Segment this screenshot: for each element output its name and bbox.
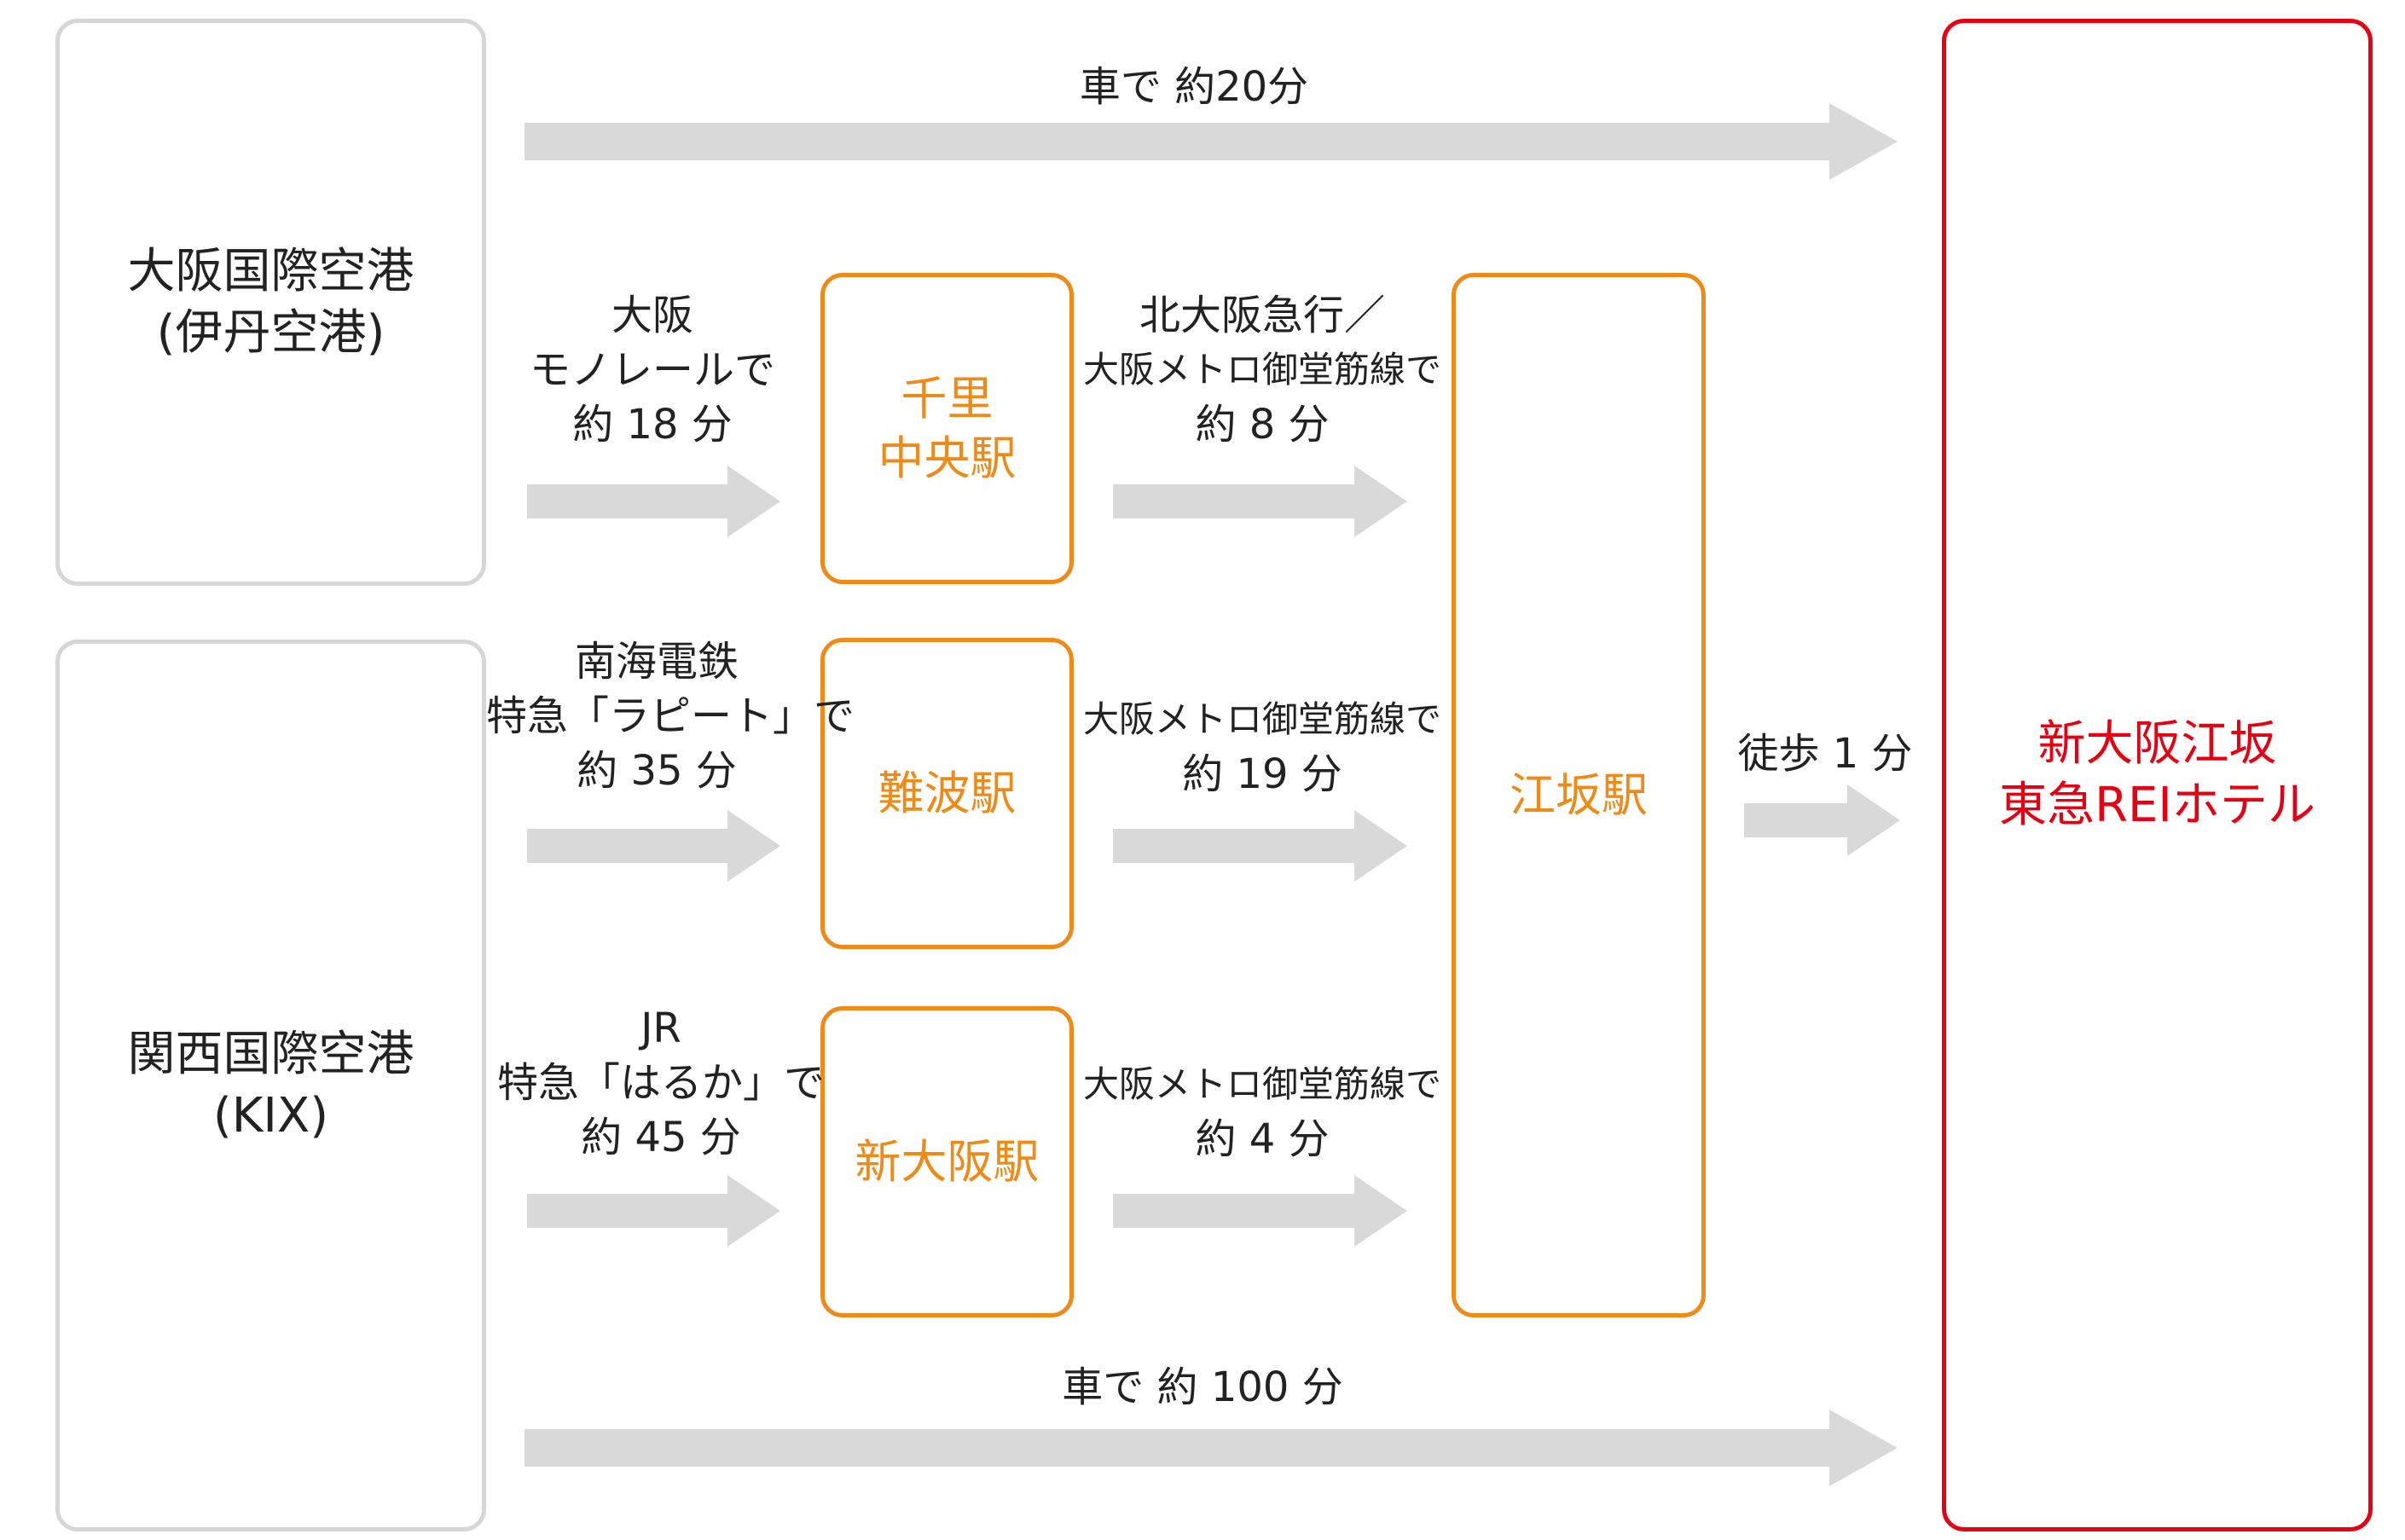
route-walk-text: 徒歩 1 分 <box>1737 730 1913 778</box>
route-nankai-text-3: 約 35 分 <box>577 747 737 795</box>
arrow-shape <box>1113 810 1407 882</box>
route-midosuji-namba-text-1: 大阪メトロ御堂筋線で <box>1082 698 1441 740</box>
airport-itami-subname: (伊丹空港) <box>156 304 385 361</box>
arrow-polygon <box>1744 784 1900 856</box>
station-esaka-name: 江坂駅 <box>1510 767 1648 822</box>
route-kitakyu-text-1: 北大阪急行／ <box>1139 292 1385 339</box>
route-jr-text-2: 特急「はるか」で <box>496 1059 825 1107</box>
route-midosuji-shin-text-1: 大阪メトロ御堂筋線で <box>1082 1063 1441 1105</box>
arrow-monorail <box>527 466 780 537</box>
arrow-polygon <box>527 1175 780 1247</box>
route-kitakyu-label: 北大阪急行／ 大阪メトロ御堂筋線で 約 8 分 <box>1076 288 1448 452</box>
arrow-walk <box>1744 784 1900 856</box>
arrow-shape <box>527 466 780 537</box>
airport-kix-subname: (KIX) <box>212 1088 329 1143</box>
route-car-kix-label: 車で 約 100 分 <box>938 1360 1467 1415</box>
route-monorail-text-1: 大阪 <box>611 292 693 339</box>
station-shin-osaka-name: 新大阪駅 <box>855 1134 1040 1189</box>
station-senri-chuo-name-2: 中央駅 <box>878 431 1017 485</box>
arrow-jr <box>527 1175 780 1247</box>
route-monorail-label: 大阪 モノレールで 約 18 分 <box>512 288 793 452</box>
route-jr-text-3: 約 45 分 <box>581 1114 741 1161</box>
station-namba-name: 難波駅 <box>878 766 1017 820</box>
airport-kix-name: 関西国際空港 <box>127 1027 414 1082</box>
route-jr-label: JR 特急「はるか」で 約 45 分 <box>495 1001 827 1165</box>
arrow-shape <box>527 810 780 882</box>
hotel-name-2: 東急REIホテル <box>1999 778 2315 833</box>
route-midosuji-namba-text-2: 約 19 分 <box>1182 750 1342 798</box>
station-senri-chuo-name-1: 千里 <box>901 371 994 426</box>
arrow-shape <box>1113 466 1407 537</box>
route-walk-label: 徒歩 1 分 <box>1714 727 1936 781</box>
arrow-car-itami <box>524 103 1898 180</box>
arrow-kitakyu <box>1113 466 1407 537</box>
arrow-polygon <box>524 1410 1898 1486</box>
hotel-box: 新大阪江坂 東急REIホテル <box>1942 19 2373 1531</box>
station-esaka-box: 江坂駅 <box>1452 273 1706 1317</box>
airport-itami-box: 大阪国際空港 (伊丹空港) <box>55 19 486 586</box>
arrow-shape <box>1744 784 1900 856</box>
arrow-polygon <box>1113 810 1407 882</box>
route-nankai-label: 南海電鉄 特急「ラピート」で 約 35 分 <box>486 634 855 798</box>
route-monorail-text-3: 約 18 分 <box>572 401 733 449</box>
station-shin-osaka-box: 新大阪駅 <box>820 1006 1074 1317</box>
arrow-midosuji-shin <box>1113 1175 1407 1247</box>
arrow-midosuji-namba <box>1113 810 1407 882</box>
route-midosuji-namba-label: 大阪メトロ御堂筋線で 約 19 分 <box>1076 692 1448 802</box>
arrow-shape <box>524 1410 1898 1486</box>
route-midosuji-shin-label: 大阪メトロ御堂筋線で 約 4 分 <box>1076 1057 1448 1167</box>
arrow-shape <box>1113 1175 1407 1247</box>
arrow-shape <box>524 103 1898 180</box>
route-kitakyu-text-3: 約 8 分 <box>1195 401 1330 449</box>
station-senri-chuo-box: 千里 中央駅 <box>820 273 1074 584</box>
arrow-polygon <box>524 103 1898 180</box>
route-car-itami-text: 車で 約20分 <box>1079 63 1309 111</box>
route-car-itami-label: 車で 約20分 <box>938 60 1450 114</box>
hotel-name-1: 新大阪江坂 <box>2037 716 2277 772</box>
arrow-polygon <box>527 466 780 537</box>
airport-itami-name: 大阪国際空港 <box>127 243 414 299</box>
arrow-polygon <box>1113 1175 1407 1247</box>
arrow-car-kix <box>524 1410 1898 1486</box>
route-nankai-text-1: 南海電鉄 <box>574 638 739 686</box>
route-kitakyu-text-2: 大阪メトロ御堂筋線で <box>1082 349 1441 391</box>
arrow-nankai <box>527 810 780 882</box>
route-car-kix-text: 車で 約 100 分 <box>1062 1363 1343 1411</box>
route-midosuji-shin-text-2: 約 4 分 <box>1195 1115 1330 1163</box>
route-nankai-text-2: 特急「ラピート」で <box>486 692 855 740</box>
arrow-polygon <box>527 810 780 882</box>
airport-kix-box: 関西国際空港 (KIX) <box>55 640 486 1531</box>
arrow-shape <box>527 1175 780 1247</box>
station-namba-box: 難波駅 <box>820 638 1074 949</box>
route-monorail-text-2: モノレールで <box>529 346 775 394</box>
arrow-polygon <box>1113 466 1407 537</box>
route-jr-text-1: JR <box>640 1004 681 1052</box>
